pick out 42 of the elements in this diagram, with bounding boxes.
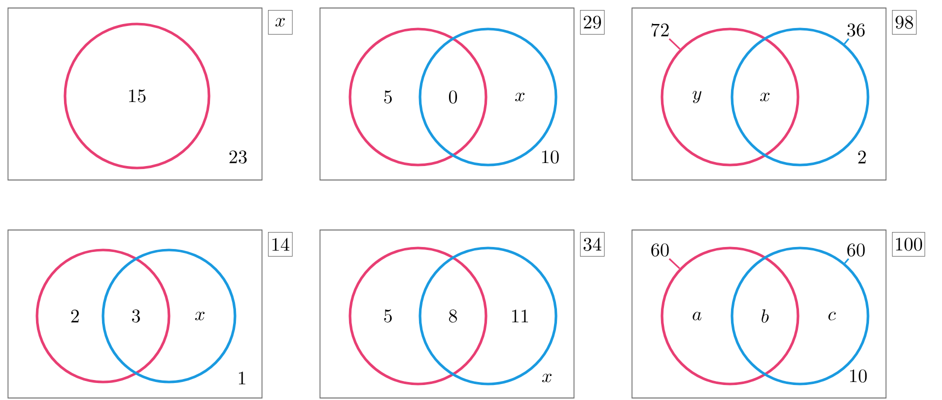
total-box: $100$ [892, 232, 926, 257]
region-count: $b$ [762, 309, 769, 323]
leader-line [844, 258, 850, 264]
region-count: $2$ [71, 310, 79, 322]
region-count: $y$ [692, 90, 702, 104]
set-circle [64, 22, 210, 170]
region-count: $x$ [195, 312, 205, 320]
set-total: $60$ [847, 243, 865, 257]
region-count: $0$ [449, 90, 457, 104]
total-box: $x$ [268, 10, 293, 35]
set-circle [418, 246, 558, 386]
region-count: $c$ [828, 312, 836, 320]
set-circle [36, 248, 170, 384]
leader-line [844, 38, 850, 44]
outside-count: $x$ [542, 374, 552, 382]
set-total: $60$ [651, 243, 669, 257]
outside-count: $10$ [850, 369, 867, 383]
set-circle [348, 246, 488, 386]
total-box: $14$ [268, 232, 293, 257]
outside-count: $23$ [229, 150, 247, 164]
set-circle [418, 28, 558, 166]
outside-count: $10$ [542, 150, 559, 164]
outside-count: $2$ [858, 150, 866, 164]
leader-line [668, 258, 680, 270]
set-circle [348, 28, 488, 166]
region-count: $11$ [512, 310, 528, 322]
region-count: $5$ [384, 90, 392, 104]
region-count: $8$ [449, 309, 457, 323]
total-box: $34$ [580, 232, 605, 257]
set-total: $36$ [847, 23, 865, 37]
outside-count: $1$ [238, 372, 246, 384]
region-count: $3$ [132, 309, 140, 323]
region-count: $a$ [692, 312, 702, 320]
region-count: $x$ [515, 92, 525, 102]
set-total: $72$ [651, 23, 669, 37]
region-count: $x$ [760, 92, 770, 102]
total-box: $98$ [892, 10, 917, 35]
set-circle [102, 248, 236, 384]
region-count: $5$ [384, 309, 392, 323]
region-count: $15$ [129, 89, 146, 103]
total-box: $29$ [580, 10, 605, 35]
leader-line [668, 38, 680, 50]
